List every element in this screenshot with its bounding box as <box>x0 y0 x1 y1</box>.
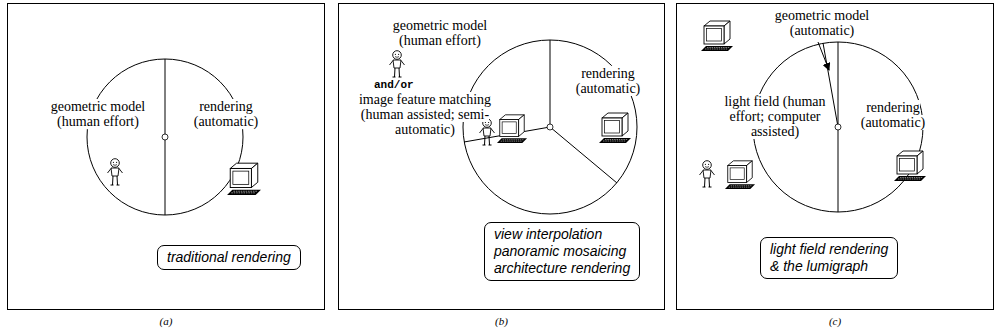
rounded-label-box: light field rendering& the lumigraph <box>760 237 898 279</box>
label-text: light field (human effort; computer assi… <box>724 94 825 139</box>
sector-label: rendering (automatic) <box>848 100 938 130</box>
box-text: & the lumigraph <box>770 258 888 275</box>
panel-frame: (c)light field rendering& the lumigraph <box>676 3 994 310</box>
label-text: image feature matching (human assisted; … <box>359 92 491 137</box>
sector-label: rendering (automatic) <box>563 66 653 96</box>
box-text: view interpolation <box>494 226 630 243</box>
panel-caption: (a) <box>160 315 173 327</box>
sector-label: rendering (automatic) <box>181 99 271 129</box>
box-text: traditional rendering <box>167 249 291 266</box>
label-text: rendering (automatic) <box>576 66 641 96</box>
label-text: rendering (automatic) <box>194 99 259 129</box>
sector-label: image feature matching (human assisted; … <box>350 92 500 137</box>
panel-caption: (b) <box>495 315 508 327</box>
rounded-label-box: traditional rendering <box>157 245 301 270</box>
box-text: panoramic mosaicing <box>494 243 630 260</box>
label-text: geometric model (human effort) <box>393 18 487 48</box>
label-text: geometric model (automatic) <box>775 8 869 38</box>
box-text: architecture rendering <box>494 260 630 277</box>
rounded-label-box: view interpolationpanoramic mosaicingarc… <box>484 222 640 281</box>
panel-frame: (b)view interpolationpanoramic mosaicing… <box>338 3 665 310</box>
label-text: rendering (automatic) <box>861 100 926 130</box>
sector-label: light field (human effort; computer assi… <box>719 94 831 139</box>
label-text: and/or <box>374 79 414 91</box>
sector-label: geometric model (automatic) <box>762 8 882 38</box>
sector-label: geometric model (human effort) <box>380 18 500 48</box>
sector-label: geometric model (human effort) <box>38 99 158 129</box>
panel-frame: (a)traditional rendering <box>7 3 325 310</box>
label-text: geometric model (human effort) <box>51 99 145 129</box>
box-text: light field rendering <box>770 241 888 258</box>
panel-caption: (c) <box>829 315 841 327</box>
conjunction-label: and/or <box>374 79 414 91</box>
